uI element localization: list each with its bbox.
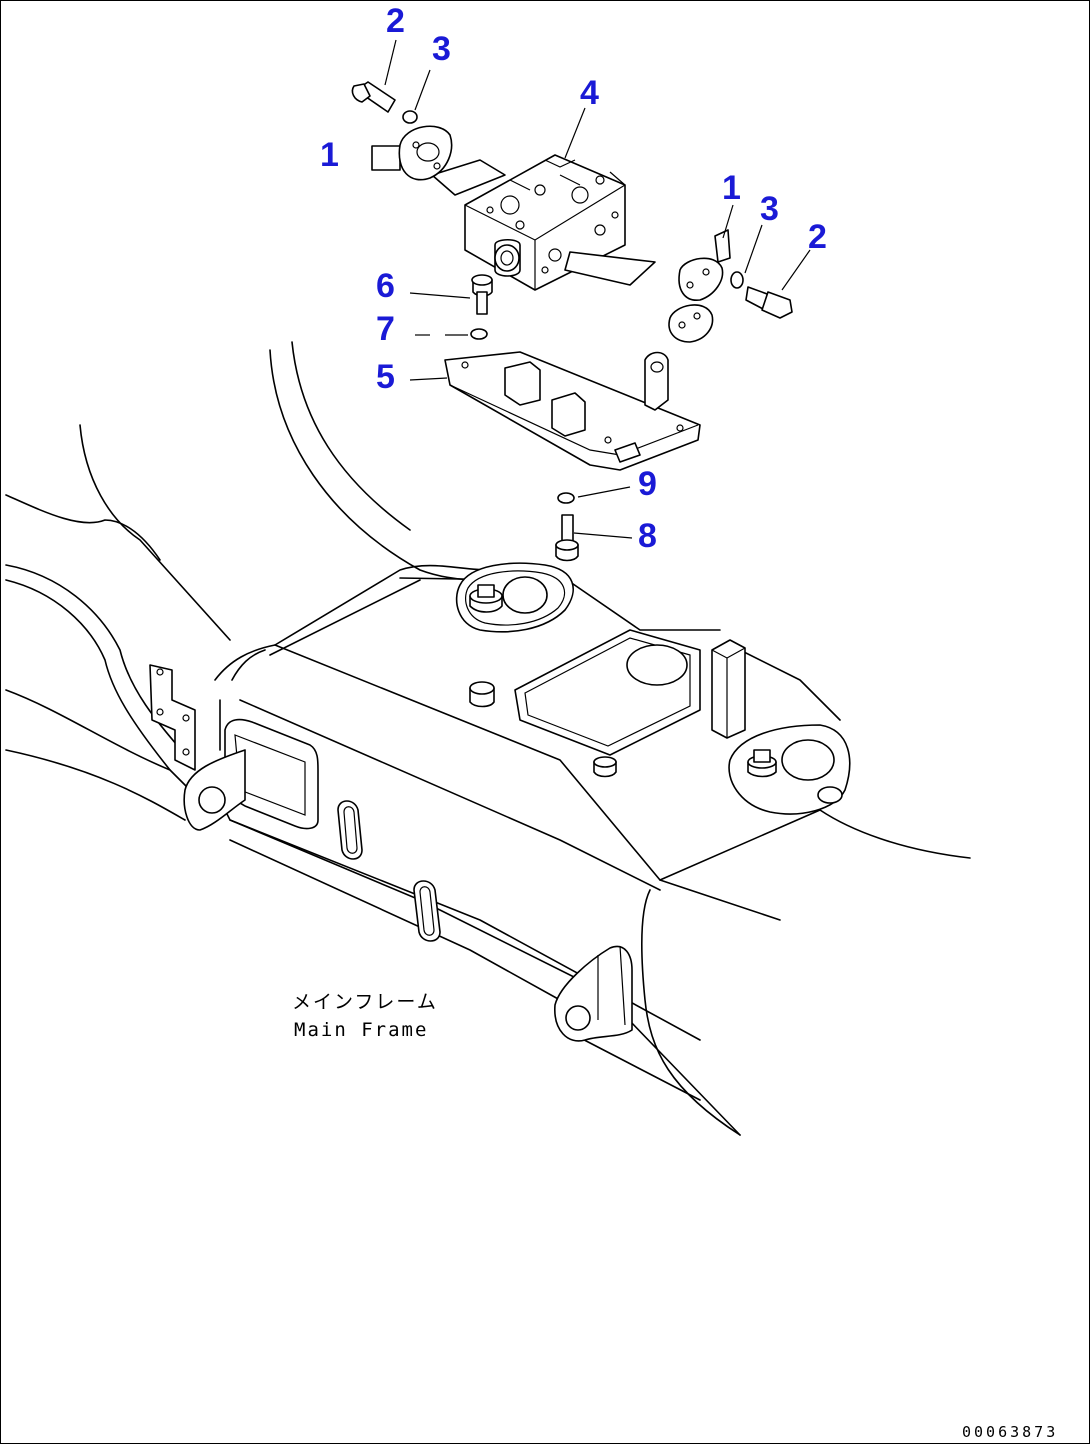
callout-2-right: 2 xyxy=(808,218,827,256)
bolt-part-2-left xyxy=(351,81,396,113)
washer-part-3-left xyxy=(402,110,418,124)
bolt-part-2-right xyxy=(745,286,793,319)
callout-1-right: 1 xyxy=(722,169,741,207)
washer-part-3-right xyxy=(730,271,744,289)
leader-lines xyxy=(384,39,811,539)
callout-3-right: 3 xyxy=(760,190,779,228)
callout-4: 4 xyxy=(580,74,599,112)
callout-7: 7 xyxy=(376,310,395,348)
callout-8: 8 xyxy=(638,517,657,555)
callout-1-left: 1 xyxy=(320,136,339,174)
callout-3-left: 3 xyxy=(432,30,451,68)
document-number: 00063873 xyxy=(962,1423,1058,1441)
mounting-bracket-part-5 xyxy=(444,351,701,471)
bolt-part-6 xyxy=(471,274,493,315)
callout-6: 6 xyxy=(376,267,395,305)
washer-part-9 xyxy=(557,492,575,504)
callout-5: 5 xyxy=(376,358,395,396)
callout-9: 9 xyxy=(638,465,657,503)
split-flange-part-1-right xyxy=(668,229,731,343)
callout-2-left: 2 xyxy=(386,2,405,40)
washer-part-7 xyxy=(470,328,488,340)
main-frame-drawing xyxy=(5,341,971,1136)
valve-block-part-4 xyxy=(431,154,656,291)
caption-english: Main Frame xyxy=(294,1019,428,1041)
caption-japanese: メインフレーム xyxy=(292,991,438,1013)
split-flange-part-1-left xyxy=(371,125,453,181)
bolt-part-8 xyxy=(555,514,579,562)
